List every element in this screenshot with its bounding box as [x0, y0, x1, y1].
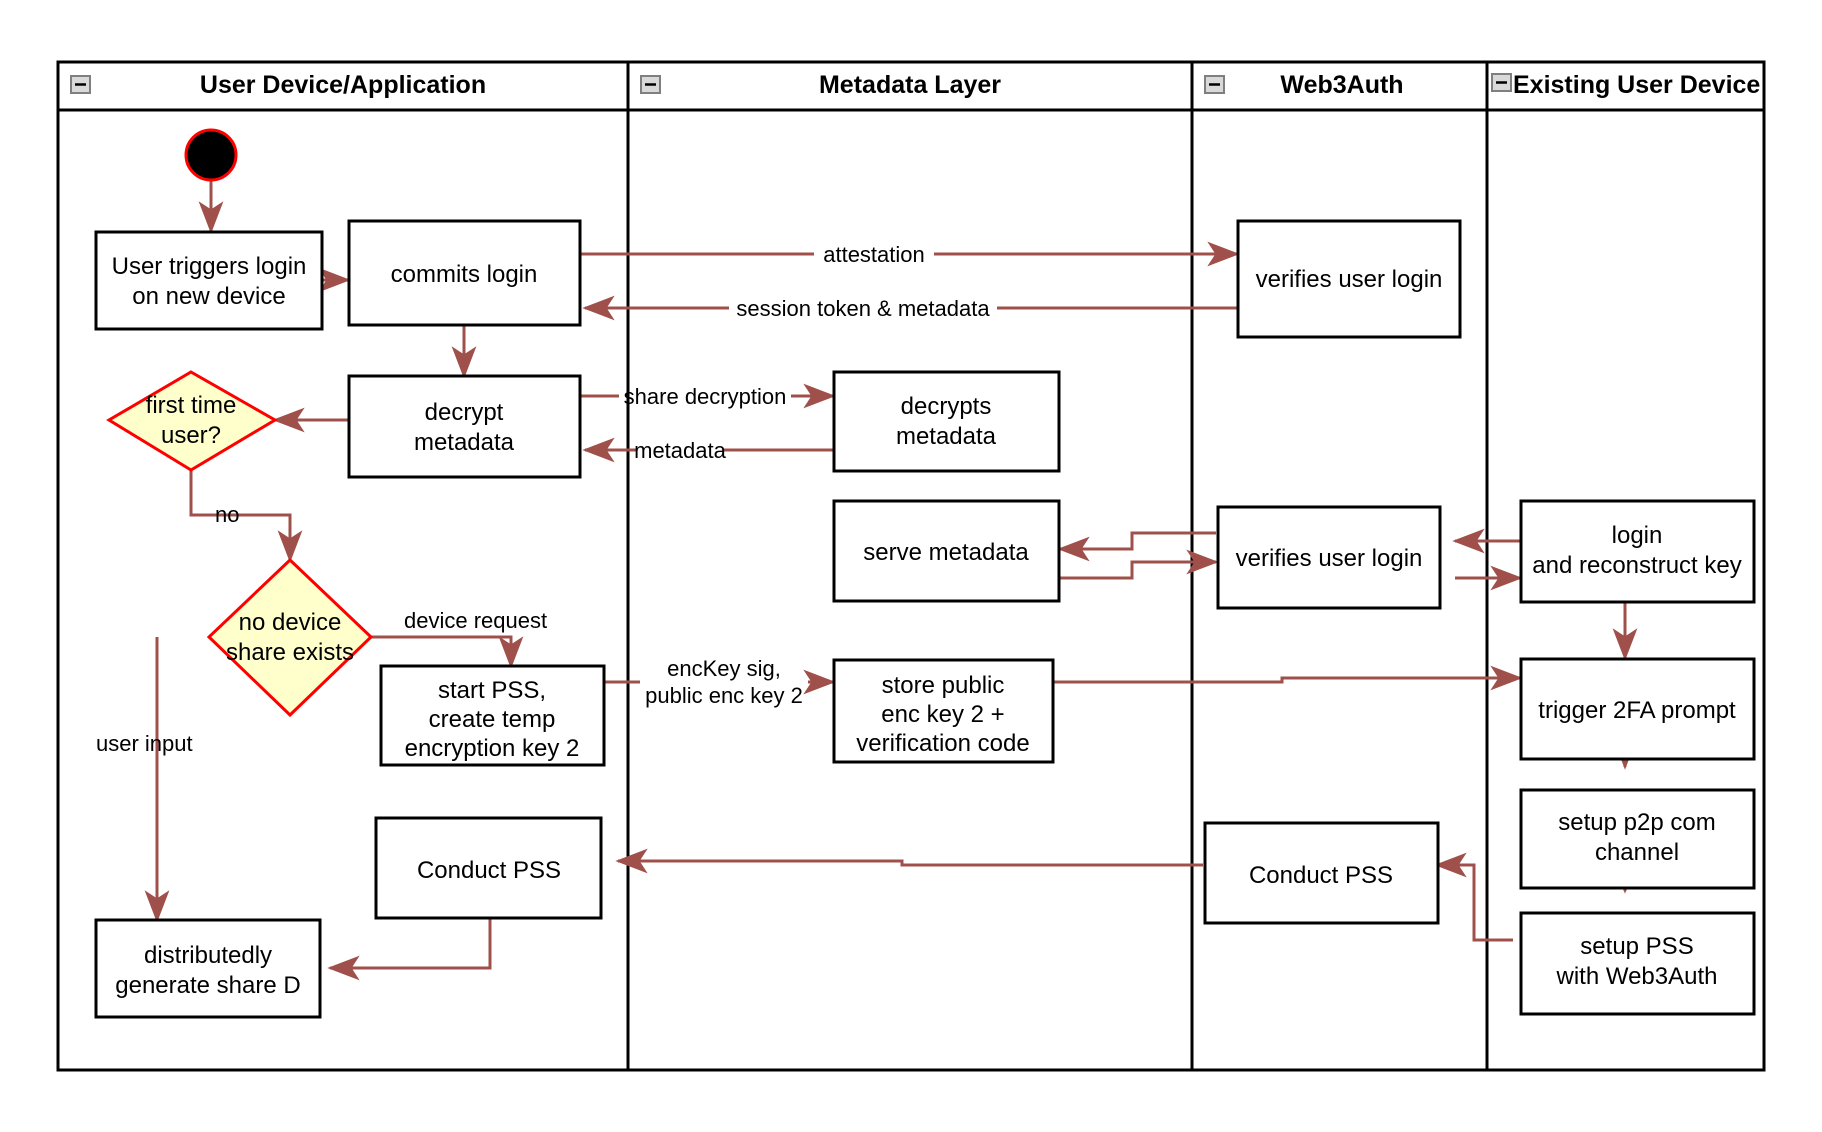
edge-label-session-token: session token & metadata — [736, 296, 990, 321]
node-label-line1: no device — [239, 609, 342, 636]
node-generate-share-d[interactable]: distributedly generate share D — [94, 918, 322, 1019]
node-label-line2: metadata — [896, 423, 997, 450]
node-box[interactable] — [832, 658, 1055, 764]
node-label-line1: store public — [882, 672, 1005, 699]
node-user-triggers-login[interactable]: User triggers login on new device — [94, 230, 324, 331]
node-label-line1: setup PSS — [1580, 933, 1693, 960]
node-box[interactable] — [347, 374, 582, 479]
node-verifies-user-login-mid[interactable]: verifies user login — [1216, 505, 1442, 610]
node-box[interactable] — [1519, 911, 1756, 1016]
lane-header-existing-device[interactable]: Existing User Device — [1491, 71, 1760, 99]
lane-title-web3auth: Web3Auth — [1280, 71, 1403, 99]
node-label-line1: distributedly — [144, 942, 272, 969]
node-box[interactable] — [1519, 788, 1756, 890]
node-label-line2: metadata — [414, 429, 515, 456]
node-login-reconstruct-key[interactable]: login and reconstruct key — [1519, 499, 1756, 604]
node-label-line2: with Web3Auth — [1556, 963, 1718, 990]
lane-title-existing-device: Existing User Device — [1513, 71, 1760, 99]
node-store-public-enc-key[interactable]: store public enc key 2 + verification co… — [832, 658, 1055, 764]
node-first-time-user[interactable]: first time user? — [106, 370, 278, 472]
decision-diamond[interactable] — [206, 557, 374, 718]
node-box[interactable] — [1236, 219, 1462, 339]
lane-header-web3auth[interactable]: Web3Auth — [1204, 71, 1404, 99]
node-label-line2: on new device — [132, 283, 285, 310]
node-label-line2: enc key 2 + — [881, 701, 1004, 728]
node-label-line1: setup p2p com — [1558, 809, 1715, 836]
node-label-line1: start PSS, — [438, 677, 546, 704]
node-setup-p2p-channel[interactable]: setup p2p com channel — [1519, 788, 1756, 890]
node-box[interactable] — [379, 664, 606, 767]
node-box[interactable] — [94, 918, 322, 1019]
lane-header-user-device[interactable]: User Device/Application — [70, 71, 486, 99]
node-commits-login[interactable]: commits login — [347, 219, 582, 327]
node-label-line2: share exists — [226, 639, 354, 666]
start-node-icon[interactable] — [184, 128, 238, 182]
node-box[interactable] — [832, 499, 1061, 603]
node-label-line2: channel — [1595, 839, 1679, 866]
edge-label-metadata: metadata — [634, 438, 726, 463]
edge-label-share-decryption: share decryption — [624, 384, 787, 409]
node-decrypts-metadata[interactable]: decrypts metadata — [832, 370, 1061, 473]
node-label-line1: commits login — [391, 261, 538, 288]
lane-header-metadata[interactable]: Metadata Layer — [640, 71, 1001, 99]
node-label-line1: Conduct PSS — [417, 857, 561, 884]
node-label-line1: verifies user login — [1236, 545, 1423, 572]
edge-setuppss-to-conductpss-right — [1434, 852, 1513, 942]
node-box[interactable] — [347, 219, 582, 327]
node-box[interactable] — [94, 230, 324, 331]
node-conduct-pss-user-device[interactable]: Conduct PSS — [374, 816, 603, 920]
edge-verifies-to-serve-metadata — [1057, 531, 1216, 562]
edge-label-no: no — [215, 502, 239, 527]
node-label-line1: Conduct PSS — [1249, 862, 1393, 889]
edge-conductpss-right-to-left — [615, 848, 1203, 874]
node-setup-pss-web3auth[interactable]: setup PSS with Web3Auth — [1519, 911, 1756, 1016]
edge-nodevice-to-startpss — [371, 635, 524, 669]
edge-label-device-request: device request — [404, 608, 547, 633]
node-label-line2: and reconstruct key — [1532, 552, 1741, 579]
lane-title-metadata: Metadata Layer — [819, 71, 1001, 99]
node-conduct-pss-web3auth[interactable]: Conduct PSS — [1203, 821, 1440, 925]
edge-label-enckey-sig-line1: encKey sig, — [667, 656, 781, 681]
node-start[interactable] — [184, 128, 238, 182]
node-label-line1: decrypt — [425, 399, 504, 426]
node-no-device-share[interactable]: no device share exists — [206, 557, 374, 718]
node-decrypt-metadata[interactable]: decrypt metadata — [347, 374, 582, 479]
node-box[interactable] — [832, 370, 1061, 473]
node-box[interactable] — [374, 816, 603, 920]
node-label-line1: first time — [146, 392, 237, 419]
edge-serve-metadata-to-verifies — [1060, 549, 1219, 580]
edge-label-enckey-sig-line2: public enc key 2 — [645, 683, 803, 708]
node-trigger-2fa-prompt[interactable]: trigger 2FA prompt — [1519, 657, 1756, 761]
node-start-pss[interactable]: start PSS, create temp encryption key 2 — [379, 664, 606, 767]
edge-firsttime-no-to-nodevice — [189, 470, 303, 563]
node-label-line1: trigger 2FA prompt — [1538, 697, 1736, 724]
node-box[interactable] — [1203, 821, 1440, 925]
node-label-line1: verifies user login — [1256, 266, 1443, 293]
node-box[interactable] — [1519, 657, 1756, 761]
node-label-line1: serve metadata — [863, 539, 1029, 566]
node-box[interactable] — [1519, 499, 1756, 604]
node-box[interactable] — [1216, 505, 1442, 610]
edge-label-attestation: attestation — [823, 242, 925, 267]
node-serve-metadata[interactable]: serve metadata — [832, 499, 1061, 603]
edges — [144, 178, 1638, 981]
node-label-line2: user? — [161, 422, 221, 449]
node-label-line1: User triggers login — [112, 253, 307, 280]
node-verifies-user-login-top[interactable]: verifies user login — [1236, 219, 1462, 339]
edge-label-user-input: user input — [96, 731, 193, 756]
node-label-line1: decrypts — [901, 393, 992, 420]
lane-title-user-device: User Device/Application — [200, 71, 486, 99]
edge-labels: attestation session token & metadata sha… — [96, 242, 990, 756]
edge-storekey-to-trigger2fa — [1054, 665, 1523, 691]
node-label-line3: verification code — [856, 730, 1029, 757]
node-label-line2: create temp — [429, 706, 556, 733]
decision-diamond[interactable] — [106, 370, 278, 472]
edge-conductpss-left-to-generate — [327, 918, 492, 981]
node-label-line3: encryption key 2 — [405, 735, 580, 762]
node-label-line2: generate share D — [115, 972, 300, 999]
node-label-line1: login — [1612, 522, 1663, 549]
